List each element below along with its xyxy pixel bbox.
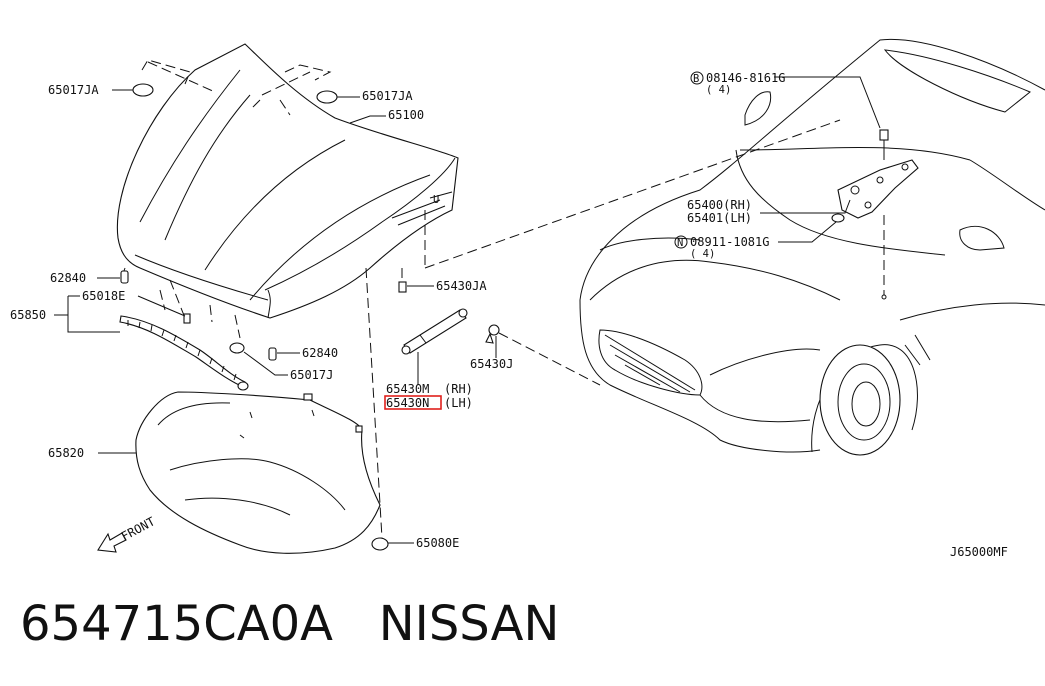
label-62840-top: 62840 (50, 271, 86, 285)
label-65820: 65820 (48, 446, 84, 460)
label-nut-qty: ( 4) (690, 248, 715, 260)
bolt-08146-8161G: B 08146-8161G ( 4) (690, 71, 881, 129)
callout-65100: 65100 (349, 108, 424, 124)
label-65430M: 65430M (386, 382, 429, 396)
caption-brand: NISSAN (378, 596, 560, 652)
label-65430JA: 65430JA (436, 279, 487, 293)
nut-08911-1081G: N 08911-1081G ( 4) (674, 221, 837, 260)
pad-65017JA-right: 65017JA (316, 89, 413, 104)
part-caption: 654715CA0A NISSAN (20, 596, 559, 652)
pad-65017J: 65017J (229, 342, 333, 382)
label-65430J: 65430J (470, 357, 513, 371)
bolt-prefix-icon: B (693, 73, 699, 85)
front-direction-arrow: FRONT (97, 514, 157, 553)
label-65850: 65850 (10, 308, 46, 322)
pad-65017JA-left: 65017JA (48, 83, 154, 97)
hood-insulator-65820: 65820 (48, 391, 381, 554)
parts-diagram: U 65017JA 65017JA 65100 62840 (10, 38, 1045, 559)
hood-bracket-guides (119, 59, 332, 339)
label-65017JA-right: 65017JA (362, 89, 413, 103)
label-65430N: 65430N (386, 396, 429, 410)
highlight-box-65430N (384, 395, 442, 410)
nut-prefix-icon: N (677, 237, 683, 249)
hood-hinge-65400: 65400(RH) 65401(LH) (687, 129, 919, 300)
label-65017JA-left: 65017JA (48, 83, 99, 97)
label-65401: 65401(LH) (687, 211, 752, 225)
diagram-code: J65000MF (950, 545, 1008, 559)
front-label: FRONT (119, 514, 157, 543)
label-65430N-side: (LH) (444, 396, 473, 410)
label-nut: 08911-1081G (690, 235, 769, 249)
hood-stay-65430: 65430JA 65430M (RH) 65430N (LH) 65430J (384, 119, 841, 410)
label-65017J: 65017J (290, 368, 333, 382)
label-65100: 65100 (388, 108, 424, 122)
label-65400: 65400(RH) (687, 198, 752, 212)
caption-part-number: 654715CA0A (20, 596, 333, 652)
label-65080E: 65080E (416, 536, 459, 550)
hood-panel: U (116, 43, 459, 319)
vehicle-body (579, 38, 1045, 456)
clip-62840-bottom: 62840 (268, 346, 338, 361)
clip-62840-top: 62840 (50, 270, 129, 285)
label-62840-bottom: 62840 (302, 346, 338, 360)
label-65430M-side: (RH) (444, 382, 473, 396)
label-65018E: 65018E (82, 289, 125, 303)
hood-seal-65850: 65018E 65850 (10, 289, 249, 391)
label-bolt: 08146-8161G (706, 71, 785, 85)
label-bolt-qty: ( 4) (706, 84, 731, 96)
grommet-65080E: 65080E (365, 267, 459, 551)
svg-text:U: U (433, 194, 439, 206)
